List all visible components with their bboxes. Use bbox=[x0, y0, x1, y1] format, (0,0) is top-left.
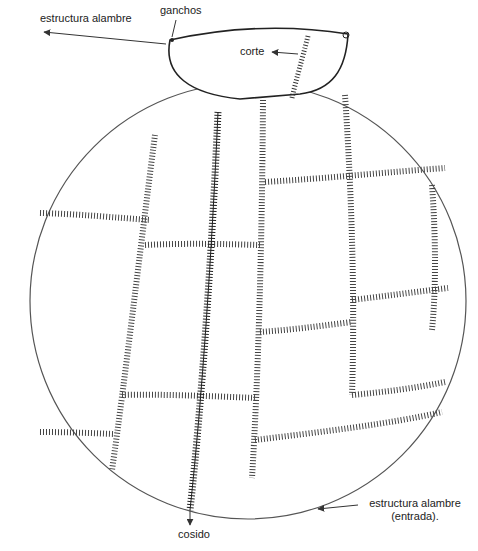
cut-seam bbox=[292, 36, 308, 98]
wire-frame-opening bbox=[169, 28, 348, 99]
callout-label: estructura alambre bbox=[40, 12, 150, 25]
leader-lines bbox=[44, 20, 358, 525]
sewn-seam-core bbox=[190, 112, 218, 510]
hook bbox=[343, 32, 349, 38]
callout-label: cosido bbox=[174, 528, 214, 541]
callout-label: ganchos bbox=[160, 4, 210, 17]
stitch-lines bbox=[40, 95, 448, 478]
hook bbox=[170, 38, 174, 42]
sphere-outline bbox=[30, 83, 466, 519]
callout-label: estructura alambre (entrada). bbox=[360, 497, 470, 523]
callout-label: corte bbox=[240, 45, 272, 58]
sewn-seam bbox=[190, 112, 218, 510]
